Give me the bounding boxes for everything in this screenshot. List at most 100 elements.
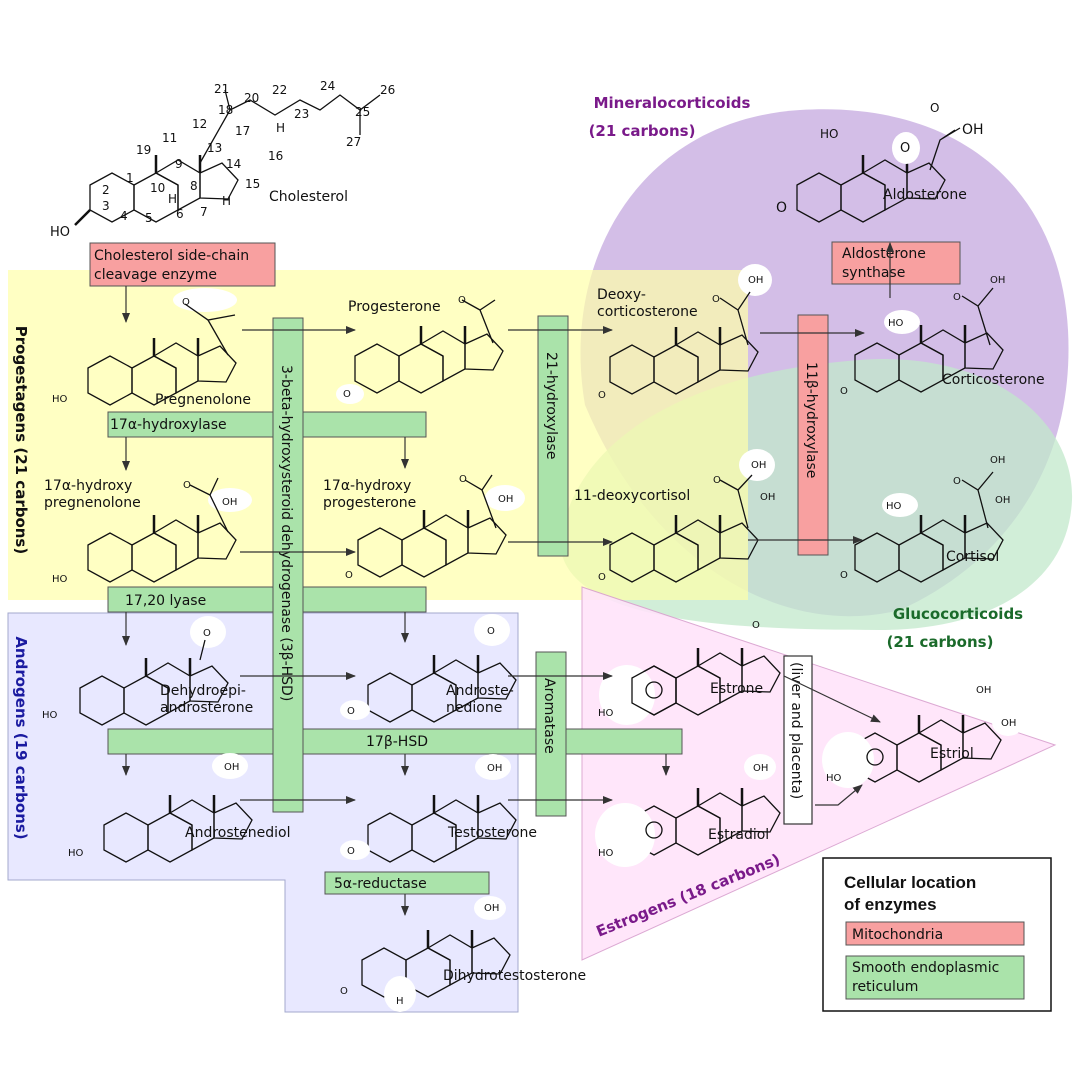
legend-title-2: of enzymes	[844, 895, 937, 914]
svg-text:O: O	[840, 570, 848, 581]
svg-text:OH: OH	[1001, 718, 1016, 729]
svg-text:11: 11	[162, 131, 177, 145]
enzyme-liver-placenta: (liver and placenta)	[783, 655, 813, 825]
svg-text:O: O	[347, 706, 355, 717]
svg-text:22: 22	[272, 83, 287, 97]
svg-text:21: 21	[214, 82, 229, 96]
svg-text:Aromatase: Aromatase	[541, 678, 557, 754]
estriol-structure: OH OH HO	[822, 677, 1024, 788]
svg-text:OH: OH	[748, 275, 763, 286]
svg-text:O: O	[183, 480, 191, 491]
svg-text:O: O	[182, 297, 190, 308]
svg-text:14: 14	[226, 157, 241, 171]
aldosterone-label: Aldosterone	[883, 187, 967, 203]
svg-text:24: 24	[320, 79, 335, 93]
svg-text:(liver and placenta): (liver and placenta)	[788, 662, 804, 799]
svg-text:OH: OH	[990, 455, 1005, 466]
svg-text:21-hydroxylase: 21-hydroxylase	[543, 352, 559, 459]
svg-text:20: 20	[244, 91, 259, 105]
svg-text:O: O	[900, 141, 910, 156]
svg-text:27: 27	[346, 135, 361, 149]
svg-text:13: 13	[207, 141, 222, 155]
legend: Cellular location of enzymes Mitochondri…	[822, 857, 1052, 1012]
17oh-progesterone-structure: O OH O	[345, 474, 525, 581]
17oh-progesterone-label-1: 17α-hydroxy	[323, 478, 411, 494]
estrogens-region	[581, 586, 1057, 961]
dhea-structure: O HO	[42, 616, 230, 727]
svg-text:O: O	[598, 572, 606, 583]
svg-text:6: 6	[176, 207, 184, 221]
progesterone-label: Progesterone	[348, 299, 441, 315]
cortisol-label: Cortisol	[946, 549, 999, 565]
svg-text:O: O	[953, 476, 961, 487]
svg-text:OH: OH	[484, 903, 499, 914]
svg-text:8: 8	[190, 179, 198, 193]
androstenedione-structure: O O	[340, 614, 518, 724]
enzyme-17b-hsd: 17β-HSD	[107, 728, 683, 755]
11-deoxycortisol-label: 11-deoxycortisol	[574, 488, 690, 504]
estriol-label: Estriol	[930, 746, 974, 762]
legend-mitochondria-label: Mitochondria	[852, 927, 943, 943]
dht-structure: OH H O	[340, 896, 512, 1012]
deoxycorticosterone-label-2: corticosterone	[597, 304, 698, 320]
svg-text:O: O	[930, 101, 939, 115]
svg-text:HO: HO	[826, 773, 842, 784]
legend-er-swatch	[845, 955, 1025, 1000]
svg-text:5α-reductase: 5α-reductase	[334, 876, 427, 892]
svg-text:17: 17	[235, 124, 250, 138]
svg-text:OH: OH	[224, 762, 239, 773]
svg-text:O: O	[459, 474, 467, 485]
svg-text:H: H	[276, 121, 285, 135]
svg-text:O: O	[343, 389, 351, 400]
estradiol-label: Estradiol	[708, 827, 769, 843]
androgens-label: Androgens (19 carbons)	[12, 636, 30, 839]
svg-text:16: 16	[268, 149, 283, 163]
svg-text:OH: OH	[487, 763, 502, 774]
svg-text:Cholesterol side-chain: Cholesterol side-chain	[94, 248, 249, 264]
svg-text:HO: HO	[52, 574, 68, 585]
svg-text:HO: HO	[52, 394, 68, 405]
svg-text:O: O	[598, 390, 606, 401]
estrone-label: Estrone	[710, 681, 763, 697]
cholesterol-carbon-numbers: 1 2 3 4 5 6 7 8 9 10 11 12 13 14 15 16 1…	[102, 79, 395, 225]
svg-text:18: 18	[218, 103, 233, 117]
svg-text:OH: OH	[990, 275, 1005, 286]
cortisol-structure: HO O OH OH O	[840, 455, 1010, 584]
cholesterol-label: Cholesterol	[269, 189, 348, 205]
aldosterone-structure: O HO O OH O	[776, 101, 984, 224]
17oh-pregnenolone-label-1: 17α-hydroxy	[44, 478, 132, 494]
11-deoxycortisol-structure: O OH OH O	[598, 449, 775, 584]
svg-text:1: 1	[126, 171, 134, 185]
svg-text:HO: HO	[50, 225, 70, 240]
cholesterol-structure: 1 2 3 4 5 6 7 8 9 10 11 12 13 14 15 16 1…	[50, 79, 395, 240]
svg-text:Aldosterone: Aldosterone	[842, 246, 926, 262]
svg-text:12: 12	[192, 117, 207, 131]
svg-text:4: 4	[120, 209, 128, 223]
estradiol-structure: OH HO	[595, 754, 782, 867]
legend-mitochondria-swatch	[845, 921, 1025, 946]
svg-text:11β-hydroxylase: 11β-hydroxylase	[803, 362, 819, 478]
svg-text:2: 2	[102, 183, 110, 197]
svg-text:O: O	[203, 628, 211, 639]
svg-text:O: O	[712, 294, 720, 305]
corticosterone-label: Corticosterone	[942, 372, 1045, 388]
testosterone-label: Testosterone	[447, 825, 537, 841]
deoxycorticosterone-structure: O OH O	[598, 264, 772, 401]
svg-text:O: O	[345, 570, 353, 581]
svg-text:O: O	[776, 200, 787, 216]
enzyme-17-20-lyase: 17,20 lyase	[107, 586, 427, 613]
dht-label: Dihydrotestosterone	[443, 968, 586, 984]
svg-text:19: 19	[136, 143, 151, 157]
glucocorticoids-label: Glucocorticoids	[893, 605, 1023, 623]
enzyme-11b-hydroxylase: 11β-hydroxylase	[797, 314, 829, 556]
svg-text:17α-hydroxylase: 17α-hydroxylase	[110, 417, 227, 433]
svg-text:23: 23	[294, 107, 309, 121]
svg-text:OH: OH	[753, 763, 768, 774]
corticosterone-structure: HO O OH O	[840, 275, 1005, 397]
enzyme-aldosterone-synthase: Aldosterone synthase	[831, 241, 961, 285]
androstenedione-label-1: Androste-	[446, 683, 514, 699]
svg-text:7: 7	[200, 205, 208, 219]
svg-text:3-beta-hydroxysteroid dehydrog: 3-beta-hydroxysteroid dehydrogenase (3β-…	[278, 365, 294, 701]
svg-text:cleavage enzyme: cleavage enzyme	[94, 267, 217, 283]
